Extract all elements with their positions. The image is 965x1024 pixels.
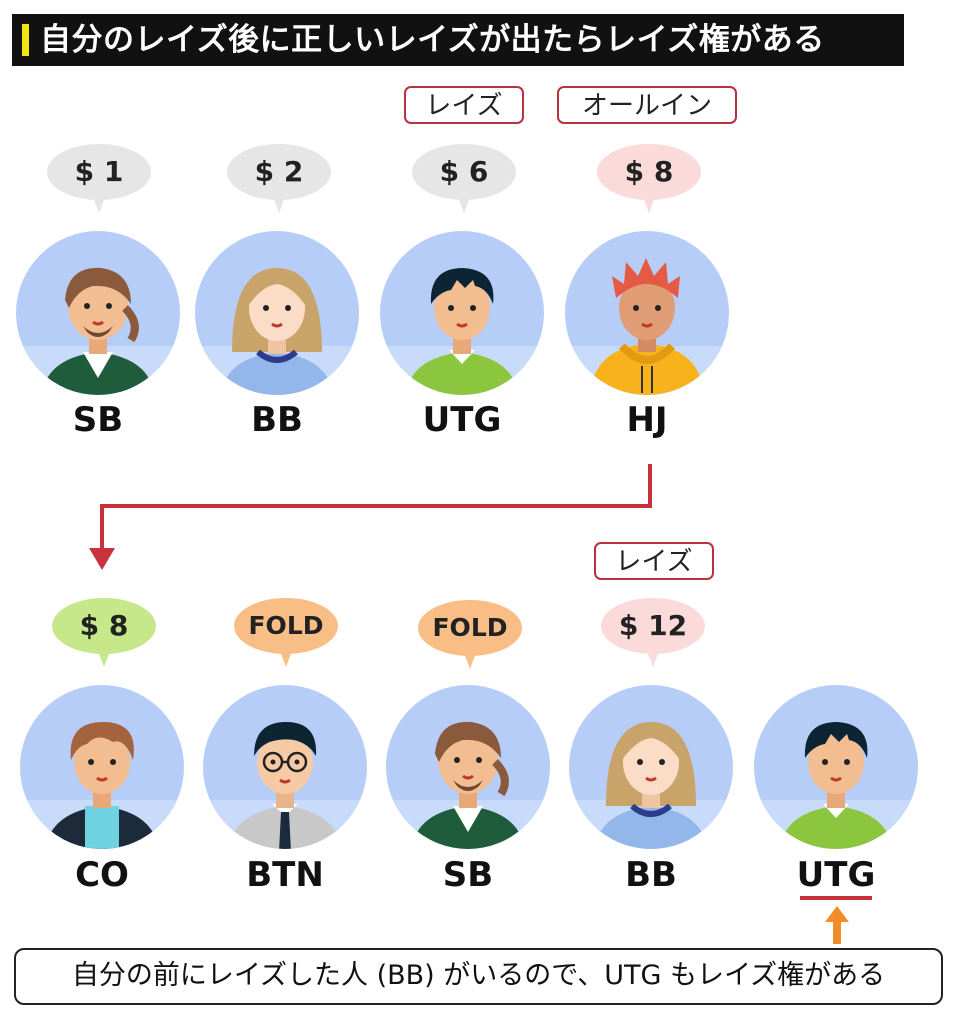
avatar-utg-2 — [754, 685, 918, 849]
utg-underline — [800, 896, 872, 900]
bet-bubble-utg: $ 6 — [412, 144, 516, 213]
bet-bubble-bb: $ 2 — [227, 144, 331, 213]
action-tag-hj-allin: オールイン — [557, 86, 737, 124]
explanation-note: 自分の前にレイズした人 (BB) がいるので、UTG もレイズ権がある — [14, 948, 943, 1005]
avatar-sb-2 — [386, 685, 550, 849]
position-label-co: CO — [75, 855, 129, 895]
position-label-btn: BTN — [246, 855, 324, 895]
bet-bubble-hj: $ 8 — [597, 144, 701, 213]
title-accent-mark — [22, 24, 29, 56]
avatar-co — [20, 685, 184, 849]
bet-bubble-btn-fold: FOLD — [234, 598, 338, 667]
position-label-sb: SB — [72, 400, 124, 440]
bet-bubble-bb: $ 12 — [601, 598, 705, 667]
bet-bubble-sb-fold: FOLD — [418, 600, 522, 669]
page-title: 自分のレイズ後に正しいレイズが出たらレイズ権がある — [40, 22, 825, 58]
action-tag-bb-raise: レイズ — [594, 542, 714, 580]
action-tag-utg-raise: レイズ — [404, 86, 524, 124]
avatar-sb — [16, 231, 180, 395]
position-label-bb-2: BB — [625, 855, 677, 895]
avatar-utg — [380, 231, 544, 395]
avatar-hj — [565, 231, 729, 395]
position-label-utg: UTG — [422, 400, 502, 440]
avatar-bb — [195, 231, 359, 395]
bet-bubble-co: $ 8 — [52, 598, 156, 667]
title-bar: 自分のレイズ後に正しいレイズが出たらレイズ権がある — [12, 14, 904, 66]
position-label-bb: BB — [251, 400, 303, 440]
position-label-utg-2: UTG — [796, 855, 876, 895]
avatar-btn — [203, 685, 367, 849]
position-label-hj: HJ — [626, 400, 668, 440]
bet-bubble-sb: $ 1 — [47, 144, 151, 213]
position-label-sb-2: SB — [442, 855, 494, 895]
avatar-bb-2 — [569, 685, 733, 849]
